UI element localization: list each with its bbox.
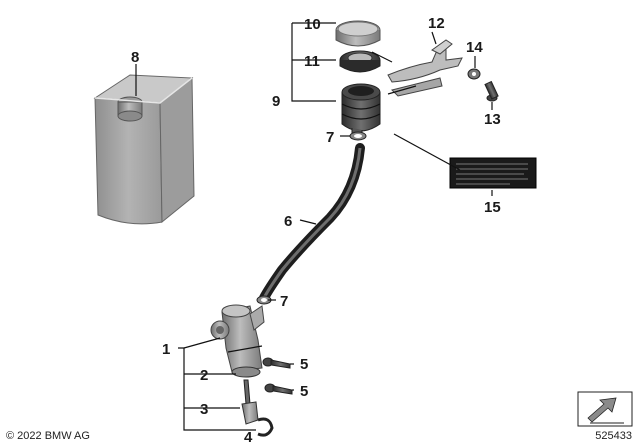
washer-part [467, 68, 481, 80]
callout-2: 2 [200, 367, 208, 384]
callout-7-upper: 7 [326, 129, 334, 146]
push-rod-part [241, 379, 259, 425]
callout-5-lower: 5 [300, 383, 308, 400]
hose-clamp-part-upper [349, 131, 367, 141]
master-cylinder-part [210, 304, 265, 378]
callout-3: 3 [200, 401, 208, 418]
callout-14: 14 [466, 39, 483, 56]
callout-12: 12 [428, 15, 445, 32]
callout-1: 1 [162, 341, 170, 358]
callout-11: 11 [304, 53, 320, 70]
screw-part-13 [484, 80, 499, 102]
fluid-canister-part [93, 74, 195, 225]
reference-arrow-icon [577, 391, 633, 427]
hose-clamp-part-lower [256, 295, 272, 305]
screw-part-lower [264, 383, 293, 395]
warning-label-part [449, 157, 537, 189]
reservoir-body-part [341, 83, 381, 139]
callout-10: 10 [304, 16, 321, 33]
reservoir-seal-part [339, 50, 381, 73]
callout-numbers: 8 10 11 9 12 14 13 7 15 6 7 1 5 2 5 3 4 [131, 15, 501, 446]
screw-part-upper [262, 357, 291, 369]
retaining-clip-part [257, 417, 274, 437]
reservoir-bracket-part [387, 39, 463, 97]
hose-part [259, 143, 365, 303]
reservoir-cap-part [335, 20, 381, 47]
reference-number: 525433 [595, 430, 632, 442]
callout-15: 15 [484, 199, 501, 216]
callout-7-lower: 7 [280, 293, 288, 310]
leader-lines [135, 22, 493, 431]
copyright-text: © 2022 BMW AG [6, 430, 90, 442]
callout-6: 6 [284, 213, 292, 230]
callout-9: 9 [272, 93, 280, 110]
callout-13: 13 [484, 111, 501, 128]
callout-8: 8 [131, 49, 139, 66]
callout-4: 4 [244, 429, 253, 446]
callout-5-upper: 5 [300, 356, 308, 373]
